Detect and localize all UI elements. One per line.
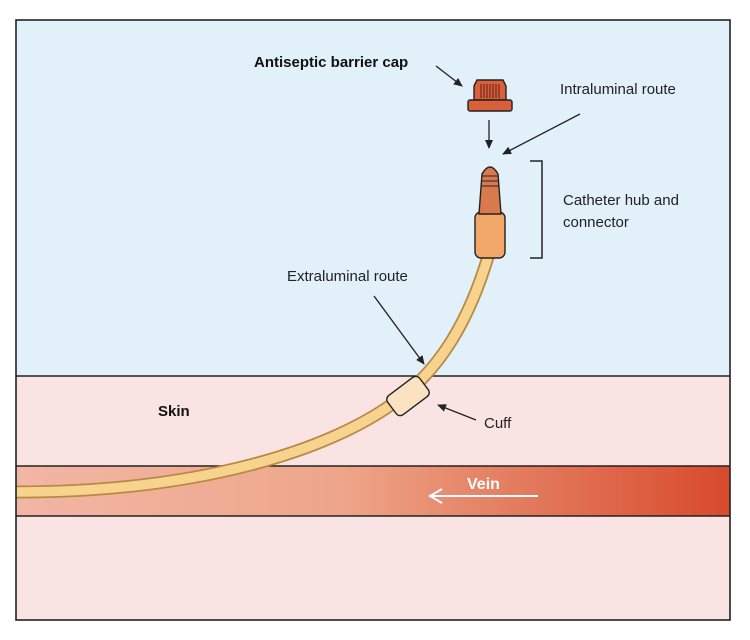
extraluminal-label: Extraluminal route (287, 268, 408, 285)
cuff-arrow (437, 404, 477, 421)
cuff-label: Cuff (484, 415, 512, 432)
intraluminal-arrow (502, 113, 581, 155)
outside-region (16, 20, 730, 376)
skin-label: Skin (158, 403, 190, 420)
antiseptic-barrier-cap (467, 79, 513, 112)
intraluminal-label: Intraluminal route (560, 81, 676, 98)
vein-flow-arrow (428, 488, 538, 504)
vein-label: Vein (467, 476, 500, 493)
hub-label-line2: connector (563, 214, 629, 231)
catheter-hub (478, 166, 502, 215)
cap-label: Antiseptic barrier cap (254, 54, 408, 71)
hub-bracket (530, 160, 543, 259)
cap-label-arrow (435, 65, 463, 87)
hub-label-line1: Catheter hub and (563, 192, 679, 209)
catheter-connector (474, 211, 506, 259)
catheter-tube (15, 248, 495, 497)
diagram-frame (15, 19, 731, 621)
hub-ridges (481, 175, 499, 187)
cuff (386, 375, 430, 417)
extraluminal-arrow (373, 295, 425, 365)
